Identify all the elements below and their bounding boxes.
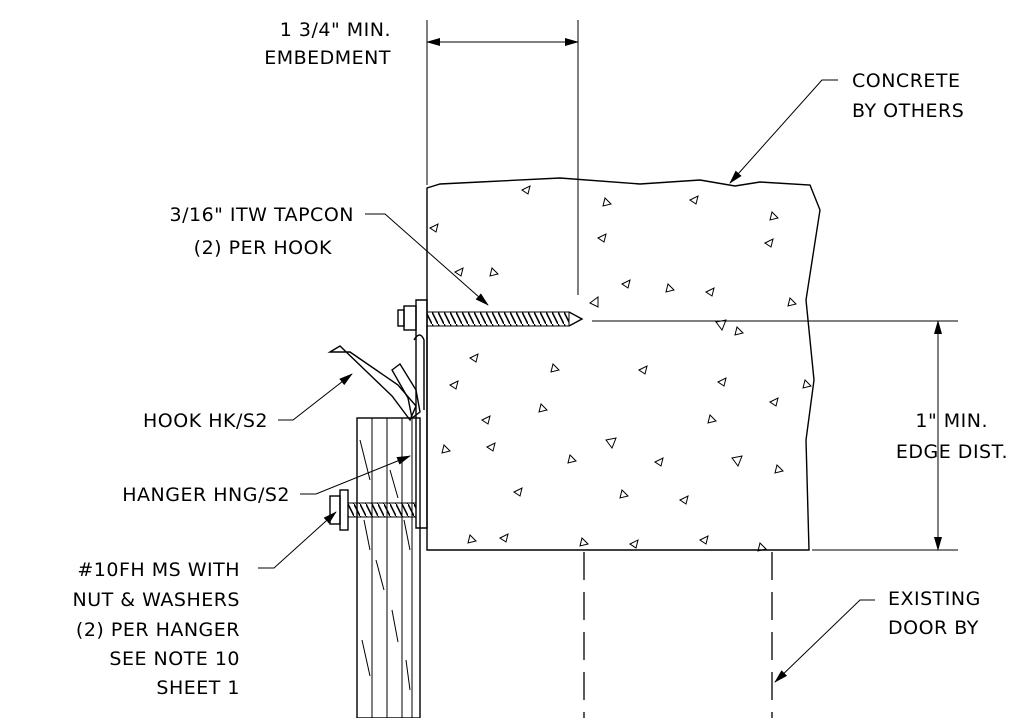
aggregate-marks	[429, 185, 812, 552]
hanger-label: HANGER HNG/S2	[122, 484, 290, 506]
concrete-label-line1: CONCRETE	[852, 70, 961, 92]
tapcon-screw	[397, 305, 584, 331]
tapcon-label-line2: (2) PER HOOK	[194, 237, 332, 259]
edge-distance-dimension	[592, 320, 958, 551]
fastener-label-line2: NUT & WASHERS	[73, 589, 240, 611]
edge-label-line1: 1" MIN.	[915, 410, 988, 432]
wood-member	[356, 417, 421, 718]
hanger-plate	[413, 299, 428, 529]
tapcon-label-line1: 3/16" ITW TAPCON	[169, 204, 354, 226]
edge-label-line2: EDGE DIST.	[896, 441, 1008, 463]
existing-door	[583, 552, 773, 718]
door-label-line1: EXISTING	[888, 588, 981, 610]
concrete-block	[426, 177, 821, 552]
embedment-label-line1: 1 3/4" MIN.	[280, 19, 391, 41]
fastener-label-line1: #10FH MS WITH	[77, 559, 240, 581]
machine-screw	[329, 489, 417, 531]
door-label-line2: DOOR BY	[888, 617, 979, 639]
leader-lines	[258, 79, 875, 683]
fastener-label-line5: SHEET 1	[156, 677, 240, 699]
concrete-label-line2: BY OTHERS	[852, 100, 964, 122]
annotations: 1 3/4" MIN. EMBEDMENT CONCRETE BY OTHERS…	[73, 19, 1008, 699]
hook-label: HOOK HK/S2	[143, 410, 268, 432]
embedment-label-line2: EMBEDMENT	[264, 47, 391, 69]
hook-bracket	[327, 345, 421, 422]
fastener-label-line4: SEE NOTE 10	[109, 648, 240, 670]
embedment-dimension	[426, 20, 579, 295]
fastener-label-line3: (2) PER HANGER	[76, 619, 240, 641]
